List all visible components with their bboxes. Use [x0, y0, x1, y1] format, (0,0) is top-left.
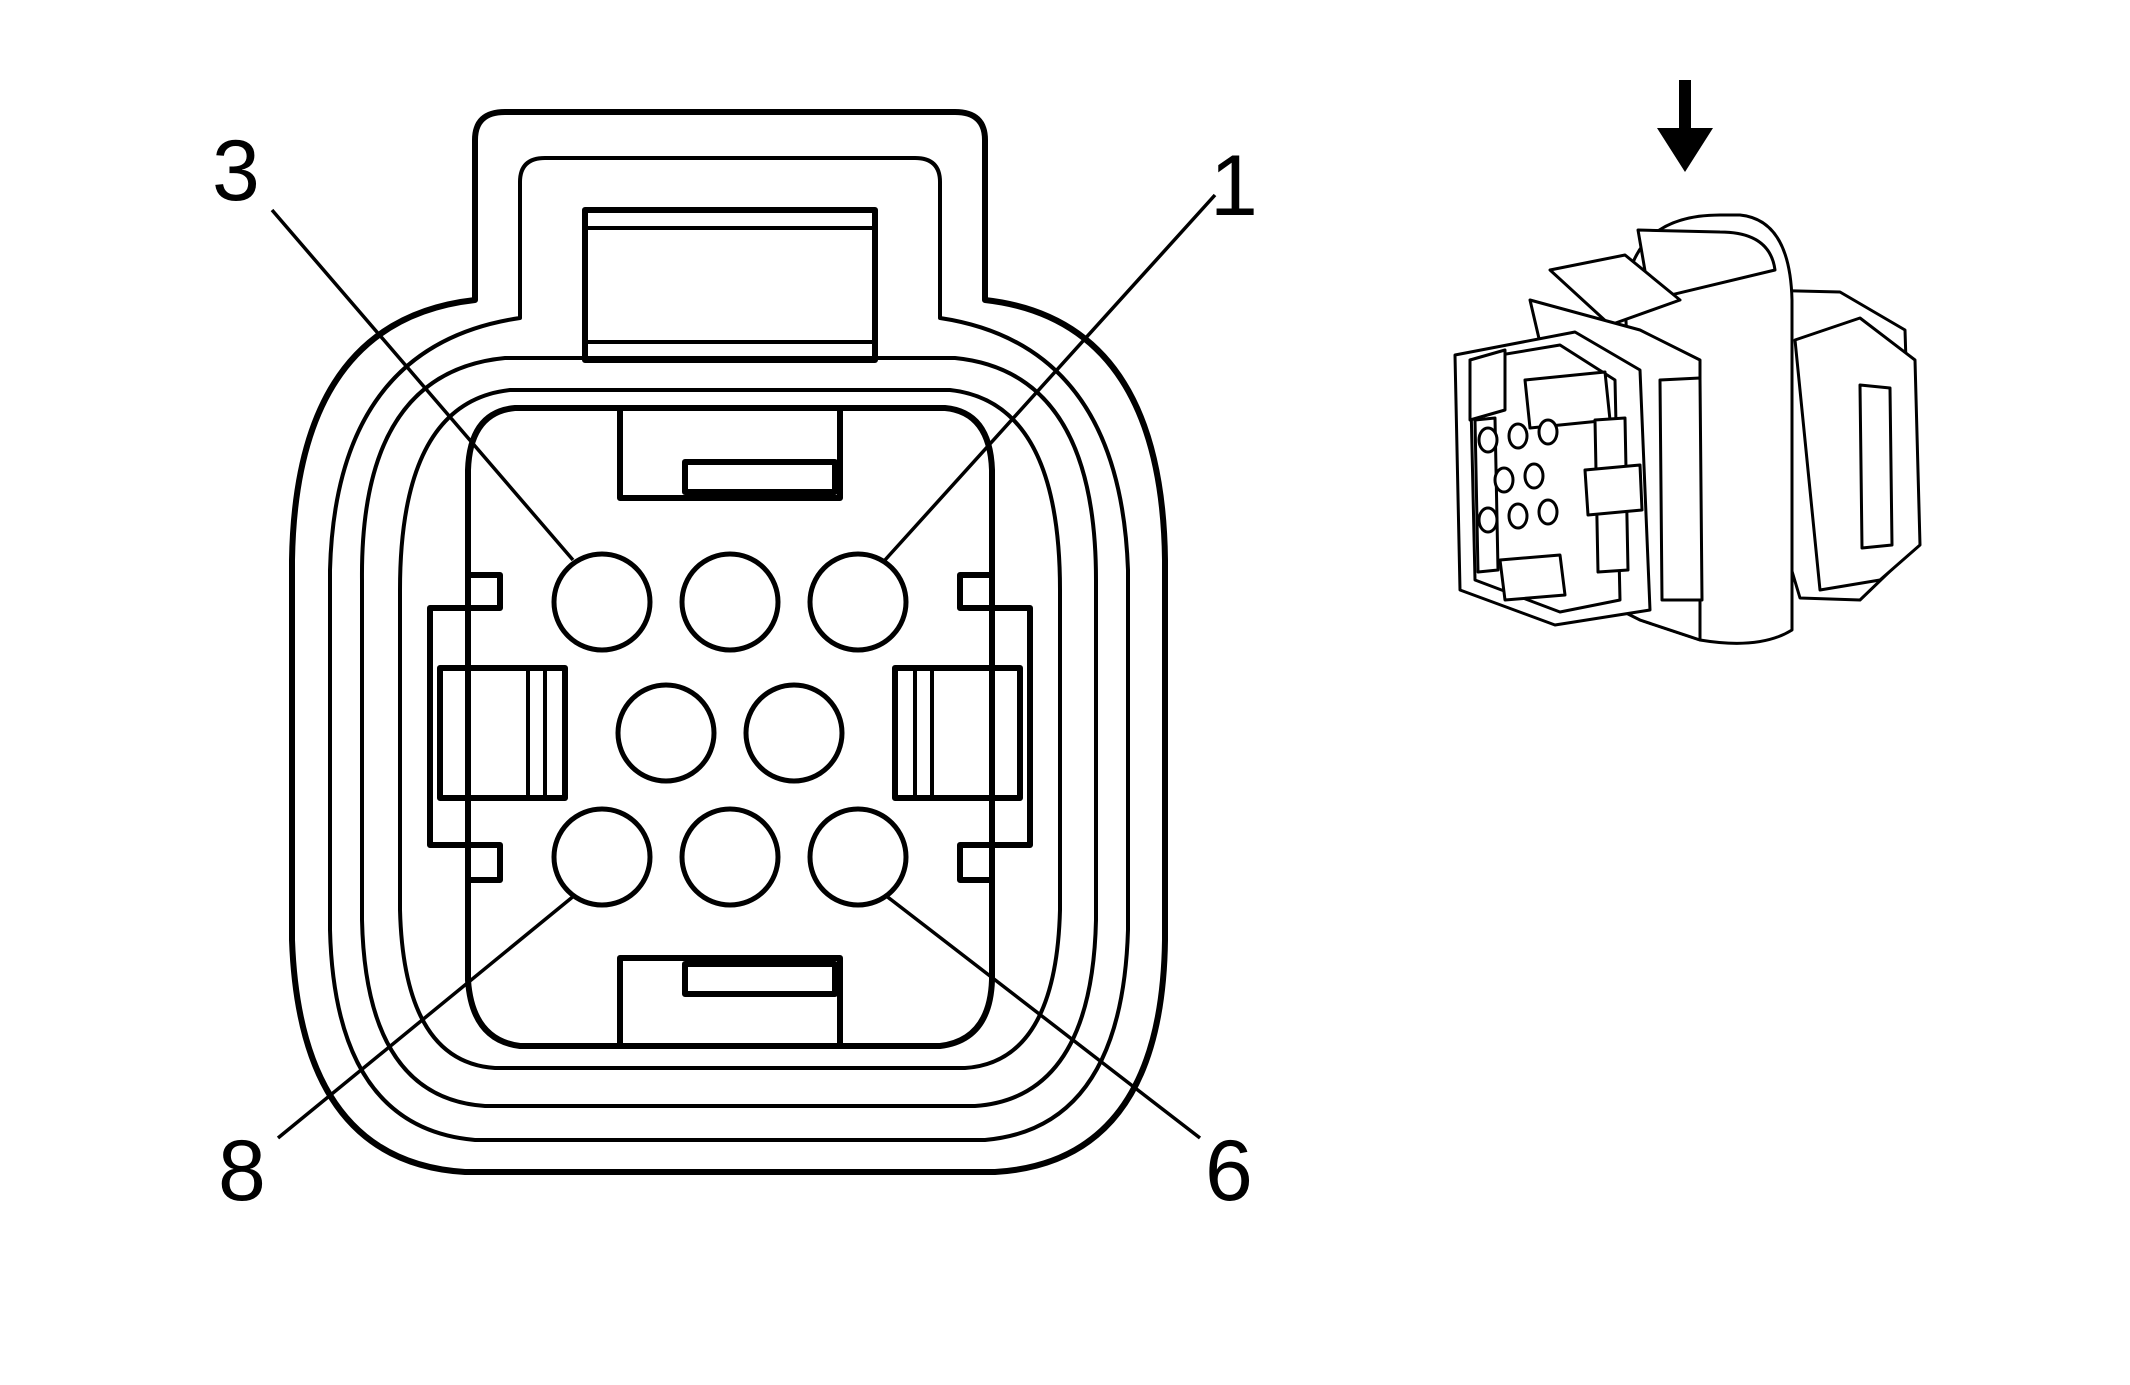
bottom-key [617, 955, 843, 1049]
connector-housing-ring-3 [359, 356, 1098, 1108]
cavity-pin-6 [807, 806, 909, 908]
pin-3-leader [270, 208, 575, 562]
cavity-pin-7 [679, 806, 781, 908]
pin-1-leader [883, 193, 1217, 562]
cavity-pin-4 [615, 682, 717, 784]
cavity-pin-2 [679, 551, 781, 653]
cavity-pin-8 [551, 806, 653, 908]
pin-label-3: 3 [212, 123, 260, 219]
connector-housing-ring-4 [398, 388, 1062, 1070]
connector-inner-face [465, 405, 995, 1049]
pin-8-leader [276, 893, 577, 1140]
pin-field-body [427, 572, 1033, 883]
pin-label-1: 1 [1210, 138, 1258, 234]
top-key [617, 405, 843, 501]
connector-outer-housing [289, 109, 1168, 1175]
cavity-pin-3 [551, 551, 653, 653]
down-arrow-icon [1657, 80, 1713, 172]
left-lock [437, 665, 568, 801]
right-lock [892, 665, 1023, 801]
cavity-pin-1 [807, 551, 909, 653]
pin-label-8: 8 [218, 1123, 266, 1219]
pin-6-leader [883, 893, 1202, 1140]
latch-window [582, 207, 878, 363]
connector-face-view: 3 1 8 6 [212, 109, 1258, 1219]
isometric-connector-view [1453, 80, 1922, 645]
pin-label-6: 6 [1205, 1123, 1253, 1219]
cavity-pin-5 [743, 682, 845, 784]
connector-housing-ring-2 [328, 156, 1130, 1142]
